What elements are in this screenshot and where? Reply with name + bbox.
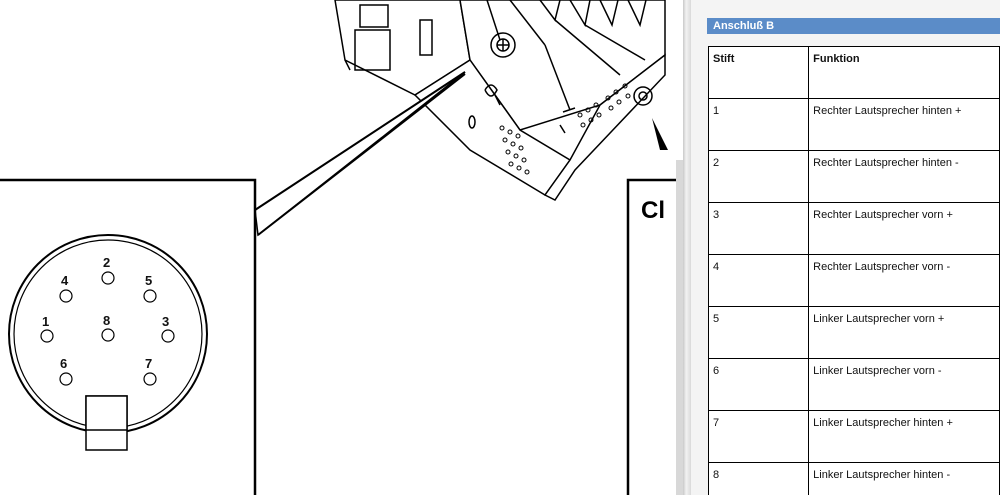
pin-labels: 1 2 3 4 5 6 7 8: [42, 255, 169, 371]
cell-function: Linker Lautsprecher hinten -: [808, 462, 1000, 495]
cell-pin: 1: [707, 98, 810, 151]
pin-3-hole: [161, 329, 175, 343]
cell-pin: 7: [707, 410, 810, 463]
cell-function: Rechter Lautsprecher hinten -: [808, 150, 1000, 203]
pin-assignment-panel: Anschluß B Stift Funktion 1 Rechter Laut…: [691, 0, 1000, 495]
scrollbar[interactable]: [676, 160, 683, 495]
table-row: 3 Rechter Lautsprecher vorn +: [707, 202, 1000, 255]
table-row: 6 Linker Lautsprecher vorn -: [707, 358, 1000, 411]
socket-pins: [40, 271, 175, 386]
table-row: 8 Linker Lautsprecher hinten -: [707, 462, 1000, 495]
callout-leader: [254, 71, 466, 237]
table-row: 5 Linker Lautsprecher vorn +: [707, 306, 1000, 359]
pin-label-1: 1: [42, 314, 49, 329]
cell-function: Linker Lautsprecher vorn +: [808, 306, 1000, 359]
column-header-function: Funktion: [808, 46, 1000, 99]
table-row: 1 Rechter Lautsprecher hinten +: [707, 98, 1000, 151]
callout-box-c: [626, 178, 683, 495]
pin-label-7: 7: [145, 356, 152, 371]
cell-pin: 5: [707, 306, 810, 359]
cell-pin: 4: [707, 254, 810, 307]
cell-function: Rechter Lautsprecher vorn +: [808, 202, 1000, 255]
pin-6-hole: [59, 372, 73, 386]
section-header: Anschluß B: [707, 18, 1000, 34]
pin-label-3: 3: [162, 314, 169, 329]
pin-5-hole: [143, 289, 157, 303]
table-header-row: Stift Funktion: [707, 46, 1000, 99]
pin-assignment-table: Stift Funktion 1 Rechter Lautsprecher hi…: [707, 46, 1000, 495]
cell-pin: 2: [707, 150, 810, 203]
cell-pin: 8: [707, 462, 810, 495]
radio-unit-drawing: [334, 0, 666, 201]
table-row: 7 Linker Lautsprecher hinten +: [707, 410, 1000, 463]
vent-holes: [499, 83, 631, 175]
pin-label-8: 8: [103, 313, 110, 328]
cell-function: Linker Lautsprecher hinten +: [808, 410, 1000, 463]
pane-splitter[interactable]: [683, 0, 691, 495]
cell-function: Rechter Lautsprecher hinten +: [808, 98, 1000, 151]
pin-2-hole: [101, 271, 115, 285]
pin-label-2: 2: [103, 255, 110, 270]
cell-pin: 3: [707, 202, 810, 255]
pin-8-hole: [101, 328, 115, 342]
pin-7-hole: [143, 372, 157, 386]
pin-1-hole: [40, 329, 54, 343]
callout-box-label: Cl: [641, 197, 665, 224]
cell-function: Linker Lautsprecher vorn -: [808, 358, 1000, 411]
pin-label-6: 6: [60, 356, 67, 371]
callout-leader-right: [652, 118, 668, 150]
table-row: 2 Rechter Lautsprecher hinten -: [707, 150, 1000, 203]
column-header-pin: Stift: [707, 46, 810, 99]
cell-pin: 6: [707, 358, 810, 411]
connector-diagram: Cl 1 2 3 4 5 6 7 8: [0, 0, 683, 495]
pin-label-4: 4: [61, 273, 69, 288]
diagram-drawing: Cl 1 2 3 4 5 6 7 8: [0, 0, 683, 495]
pin-4-hole: [59, 289, 73, 303]
pin-label-5: 5: [145, 273, 152, 288]
cell-function: Rechter Lautsprecher vorn -: [808, 254, 1000, 307]
table-row: 4 Rechter Lautsprecher vorn -: [707, 254, 1000, 307]
